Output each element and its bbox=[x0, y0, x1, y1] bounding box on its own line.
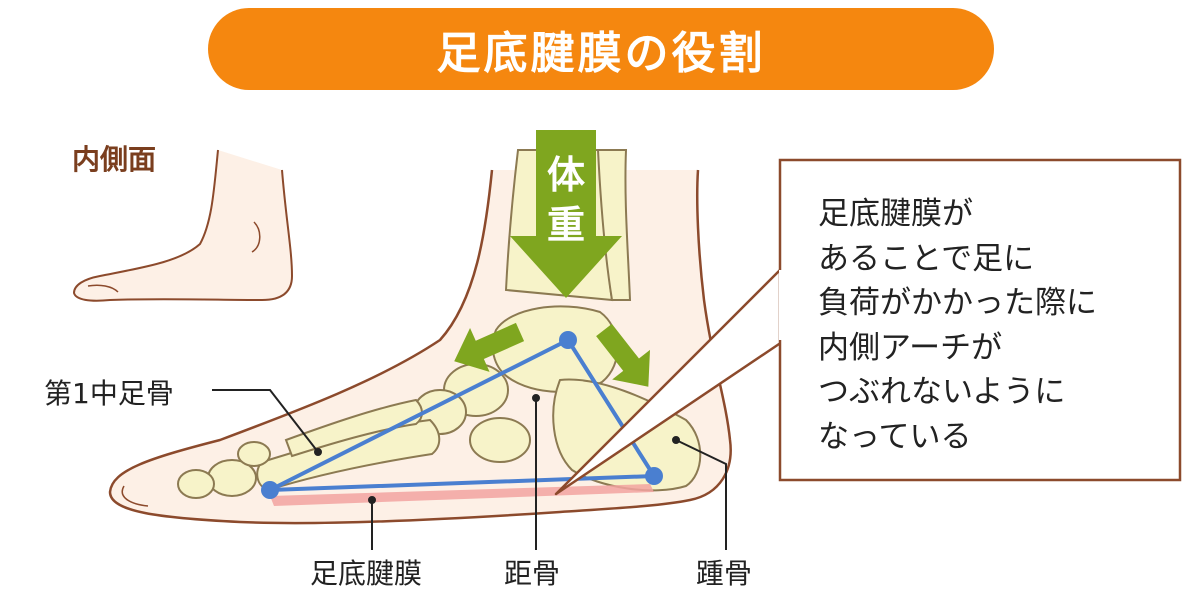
leader-lines bbox=[212, 389, 727, 550]
force-arrow-heel-icon bbox=[596, 323, 651, 387]
medial-arch-triangle bbox=[268, 338, 656, 492]
arch-point-forefoot bbox=[261, 481, 279, 499]
small-foot-icon bbox=[72, 149, 294, 302]
distal-phalanx-bone bbox=[177, 469, 215, 499]
callout-line: 負荷がかかった際に bbox=[818, 285, 1097, 321]
force-arrow-forefoot-icon bbox=[454, 322, 525, 372]
talus-bone bbox=[491, 305, 619, 393]
page-title: 足底腱膜の役割 bbox=[208, 8, 994, 90]
weight-label-char: 重 bbox=[546, 203, 585, 247]
callout-line: あることで足に bbox=[818, 240, 1035, 277]
callout-line: 内側アーチが bbox=[818, 329, 1003, 366]
callout-line: つぶれないように bbox=[818, 374, 1066, 410]
leader-calcaneus bbox=[675, 439, 727, 550]
arch-point-talus bbox=[559, 331, 577, 349]
weight-label-char: 体 bbox=[546, 153, 585, 197]
callout-line: なっている bbox=[818, 418, 972, 455]
fibula-bone bbox=[596, 149, 632, 301]
label-talus: 距骨 bbox=[504, 557, 561, 590]
leader-dot-first-metatarsal bbox=[314, 448, 322, 456]
label-plantar-fascia: 足底腱膜 bbox=[310, 557, 423, 590]
label-first-metatarsal: 第1中足骨 bbox=[44, 377, 174, 410]
leader-dot-plantar-fascia bbox=[368, 496, 376, 504]
leader-dot-talus bbox=[532, 394, 540, 402]
weight-down-arrow-icon bbox=[510, 130, 622, 298]
leader-first-metatarsal bbox=[212, 389, 319, 453]
callout-box bbox=[778, 158, 1182, 482]
cuboid-bone bbox=[469, 417, 531, 463]
callout-line: 足底腱膜が bbox=[818, 196, 973, 232]
label-calcaneus: 踵骨 bbox=[696, 557, 753, 590]
plantar-fascia-band bbox=[270, 484, 654, 506]
arch-point-heel bbox=[645, 467, 663, 485]
toe-bone bbox=[237, 441, 271, 467]
medial-view-label: 内側面 bbox=[72, 143, 157, 176]
leader-dot-calcaneus bbox=[672, 436, 680, 444]
callout-text: 足底腱膜が あることで足に 負荷がかかった際に 内側アーチが つぶれないように … bbox=[818, 192, 1097, 459]
weight-label: 体 重 bbox=[543, 150, 589, 250]
